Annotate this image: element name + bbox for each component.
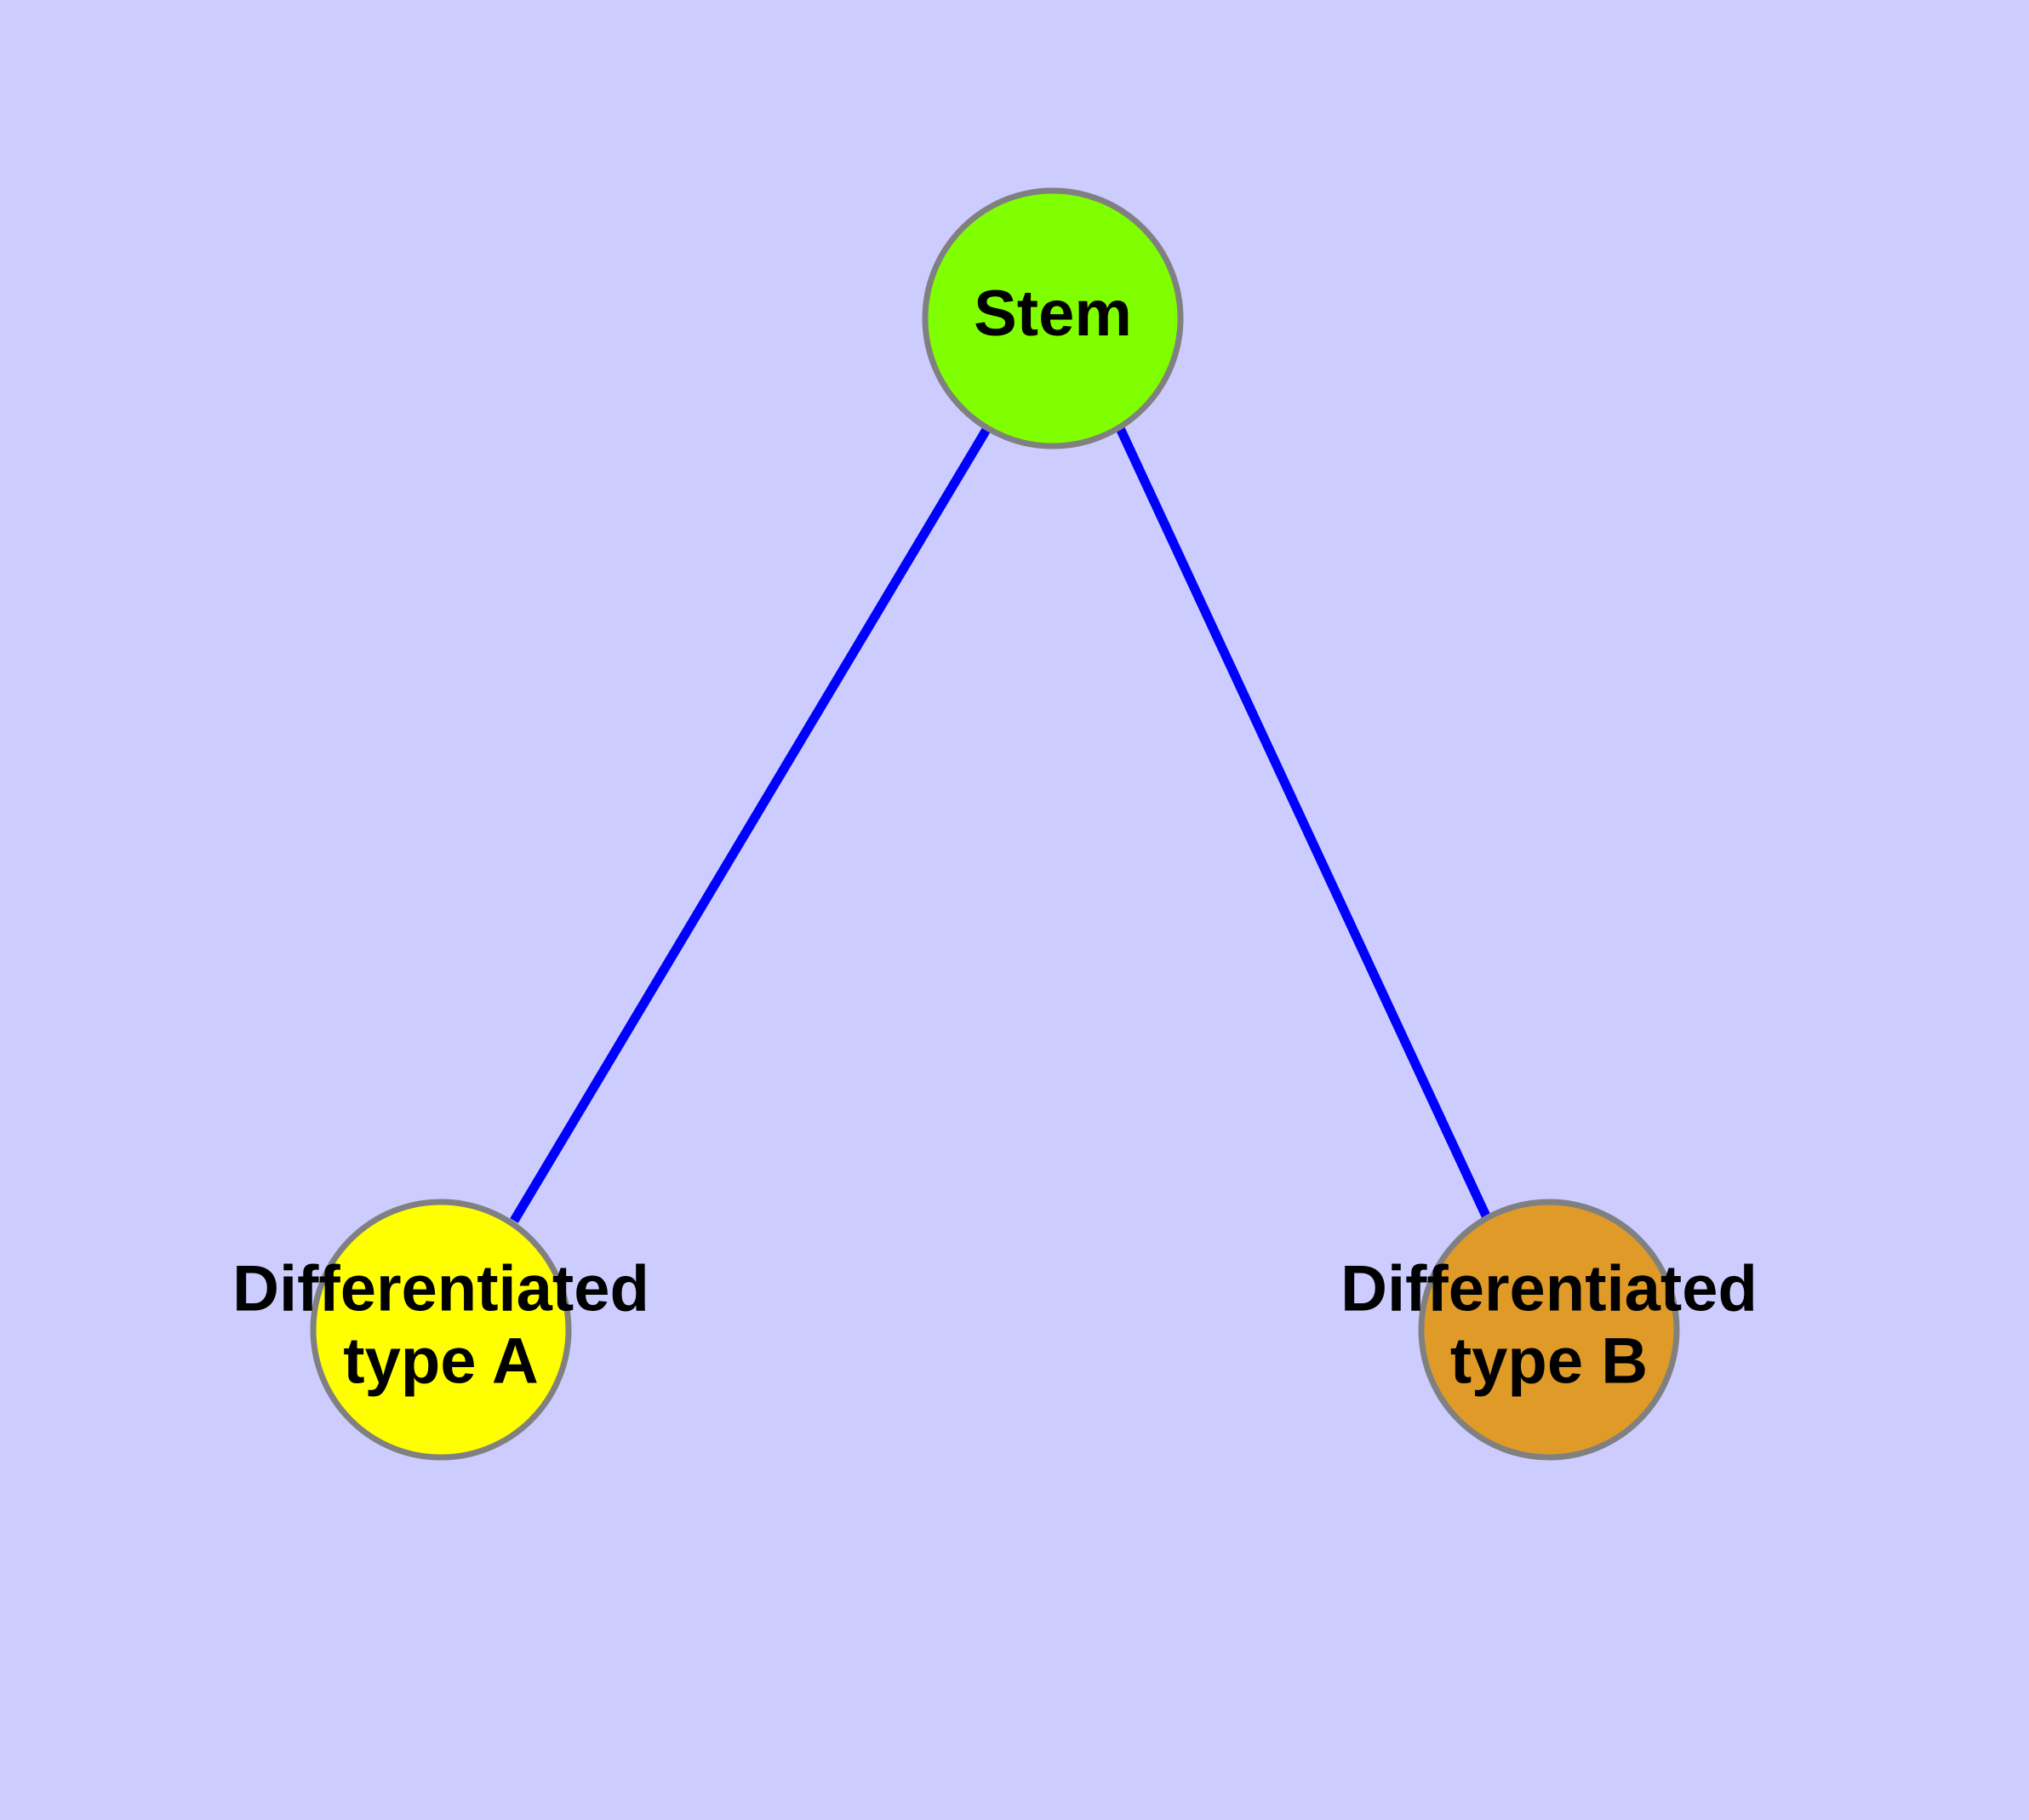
node-label-line: Differentiated <box>1340 1253 1758 1325</box>
node-label-stem: Stem <box>974 278 1132 350</box>
edge-stem-to-diff-a[interactable] <box>510 426 992 1223</box>
node-layer <box>310 187 1680 1461</box>
edge-stem-to-diff-b[interactable] <box>1116 426 1494 1226</box>
node-diff-b[interactable] <box>1418 1199 1680 1461</box>
node-diff-a[interactable] <box>310 1199 572 1461</box>
node-label-line: type B <box>1450 1325 1648 1398</box>
node-label-line: type A <box>343 1325 538 1398</box>
node-label-line: Differentiated <box>232 1253 649 1325</box>
node-label-line: Stem <box>974 278 1132 350</box>
edge-layer <box>510 426 1494 1226</box>
node-stem[interactable] <box>922 187 1184 449</box>
